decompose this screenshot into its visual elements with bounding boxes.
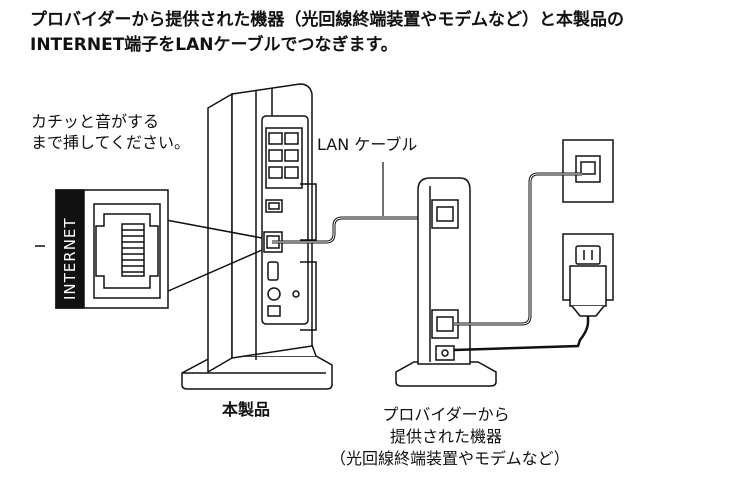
internet-port-callout [35, 189, 263, 309]
product-label: 本製品 [222, 400, 271, 419]
instruction-text: プロバイダーから提供された機器（光回線終端装置やモデムなど）と本製品の INTE… [30, 8, 720, 58]
lan-cable [272, 162, 434, 244]
router-illustration [181, 83, 333, 390]
click-instruction-callout: カチッと音がする まで挿してください。 [31, 111, 190, 153]
callout-line-1: カチッと音がする [31, 112, 160, 131]
power-outlet [453, 233, 614, 352]
lan-cable-label: LAN ケーブル [317, 135, 418, 154]
internet-port-tag [55, 189, 85, 309]
provider-label-line-3: （光回線終端装置やモデムなど） [330, 449, 570, 468]
instruction-line-1: プロバイダーから提供された機器（光回線終端装置やモデムなど）と本製品の [30, 10, 624, 30]
callout-line-2: まで挿してください。 [31, 133, 191, 152]
provider-label-line-2: 提供された機器 [389, 427, 502, 446]
provider-device-illustration [395, 177, 497, 387]
internet-port-text: INTERNET [61, 217, 79, 300]
instruction-line-2: INTERNET端子をLANケーブルでつなぎます。 [30, 35, 398, 55]
provider-label-line-1: プロバイダーから [382, 405, 510, 424]
provider-device-label: プロバイダーから 提供された機器 （光回線終端装置やモデムなど） [330, 404, 570, 470]
wall-line-jack [454, 139, 614, 326]
